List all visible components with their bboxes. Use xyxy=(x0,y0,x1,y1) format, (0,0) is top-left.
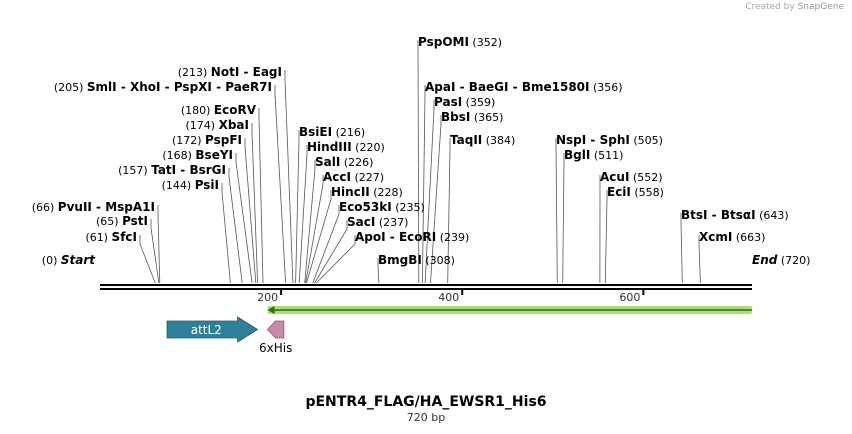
leader-sali xyxy=(304,160,316,284)
site-label-bmgbi: BmgBI (308) xyxy=(378,253,455,267)
leader-pspomi xyxy=(417,40,420,284)
leader-psii xyxy=(221,183,231,284)
site-label-bgli: BglI (511) xyxy=(564,148,623,162)
leader-ecii xyxy=(604,190,608,284)
leader-taqii xyxy=(447,138,451,284)
leader-xbai xyxy=(251,123,258,284)
leader-pvuii xyxy=(157,205,161,284)
site-label-pspfi: (172) PspFI xyxy=(172,133,242,147)
snapgene-credit: Created by SnapGene xyxy=(745,2,844,12)
tick-label-400: 400 xyxy=(438,291,459,304)
site-label-xbai: (174) XbaI xyxy=(186,118,249,132)
leader-bmgbi xyxy=(377,258,380,284)
leader-eco53ki xyxy=(312,205,340,284)
site-label-nspi: NspI - SphI (505) xyxy=(556,133,663,147)
site-label-apoi: ApoI - EcoRI (239) xyxy=(355,230,469,244)
leader-bsiei xyxy=(295,130,300,284)
feature-attl2-arrow xyxy=(166,316,259,343)
site-label-end: End (720) xyxy=(752,253,810,267)
credit-prefix: Created by xyxy=(745,2,795,12)
leader-hindiii xyxy=(298,145,308,284)
leader-nspi xyxy=(555,138,558,284)
feature-attl2-label: attL2 xyxy=(191,323,222,337)
site-label-start: (0) Start xyxy=(42,253,96,267)
site-label-noti: (213) NotI - EagI xyxy=(178,65,282,79)
feature-6xhis-label: 6xHis xyxy=(259,341,292,355)
site-labels: (0) Start (61) SfcI (65) PstI(66) PvuII - … xyxy=(32,35,811,267)
leader-bseyi xyxy=(235,153,253,284)
leader-tati xyxy=(228,168,243,284)
site-label-psii: (144) PsiI xyxy=(162,178,219,192)
site-label-xcmi: XcmI (663) xyxy=(699,230,765,244)
leader-pasi xyxy=(424,100,435,284)
leader-sfci xyxy=(139,235,156,284)
site-label-bseyi: (168) BseYI xyxy=(162,148,233,162)
site-label-pasi: PasI (359) xyxy=(434,95,495,109)
site-label-bbsi: BbsI (365) xyxy=(441,110,503,124)
feature-6xhis-arrow xyxy=(266,320,285,339)
site-leaders xyxy=(139,40,701,284)
leader-psti xyxy=(150,219,160,284)
features: attL2 6xHis xyxy=(166,306,752,355)
site-label-taqii: TaqII (384) xyxy=(450,133,515,147)
site-label-hincii: HincII (228) xyxy=(331,185,403,199)
site-label-pspomi: PspOMI (352) xyxy=(418,35,502,49)
leader-saci xyxy=(314,220,348,284)
leader-bgli xyxy=(562,153,565,284)
site-label-btsi: BtsI - BtsαI (643) xyxy=(681,208,789,222)
orf-arrow-head xyxy=(267,306,275,314)
site-label-sfci: (61) SfcI xyxy=(85,230,137,244)
leader-apoi xyxy=(316,235,356,284)
site-label-tati: (157) TatI - BsrGI xyxy=(118,163,226,177)
site-label-ecorv: (180) EcoRV xyxy=(181,103,257,117)
leader-acci xyxy=(305,175,324,284)
site-label-hindiii: HindIII (220) xyxy=(307,140,385,154)
leader-xcmi xyxy=(698,235,701,284)
leader-apai xyxy=(422,85,426,284)
site-label-bsiei: BsiEI (216) xyxy=(299,125,365,139)
axis-ticks: 200 400 600 xyxy=(257,289,645,304)
site-label-smli: (205) SmlI - XhoI - PspXI - PaeR7I xyxy=(54,80,272,94)
site-label-sali: SalI (226) xyxy=(315,155,373,169)
tick-label-200: 200 xyxy=(257,291,278,304)
tick-label-600: 600 xyxy=(619,291,640,304)
leader-ecorv xyxy=(258,108,264,284)
site-label-ecii: EciI (558) xyxy=(607,185,664,199)
site-label-eco53ki: Eco53kI (235) xyxy=(339,200,425,214)
site-label-acci: AccI (227) xyxy=(323,170,384,184)
site-label-acui: AcuI (552) xyxy=(600,170,663,184)
snapgene-logo: SnapGene xyxy=(797,2,844,12)
map-title: pENTR4_FLAG/HA_EWSR1_His6 xyxy=(305,394,547,410)
leader-pspfi xyxy=(244,138,257,284)
site-label-psti: (65) PstI xyxy=(96,214,148,228)
leader-hincii xyxy=(306,190,332,284)
site-label-saci: SacI (237) xyxy=(347,215,408,229)
leader-smli xyxy=(274,85,286,284)
leader-bbsi xyxy=(430,115,442,284)
leader-btsi xyxy=(680,213,683,284)
site-label-pvuii: (66) PvuII - MspA1I xyxy=(32,200,155,214)
leader-noti xyxy=(284,70,294,284)
site-label-apai: ApaI - BaeGI - Bme1580I (356) xyxy=(425,80,623,94)
sequence-backbone xyxy=(100,284,752,290)
map-subtitle: 720 bp xyxy=(406,411,446,424)
